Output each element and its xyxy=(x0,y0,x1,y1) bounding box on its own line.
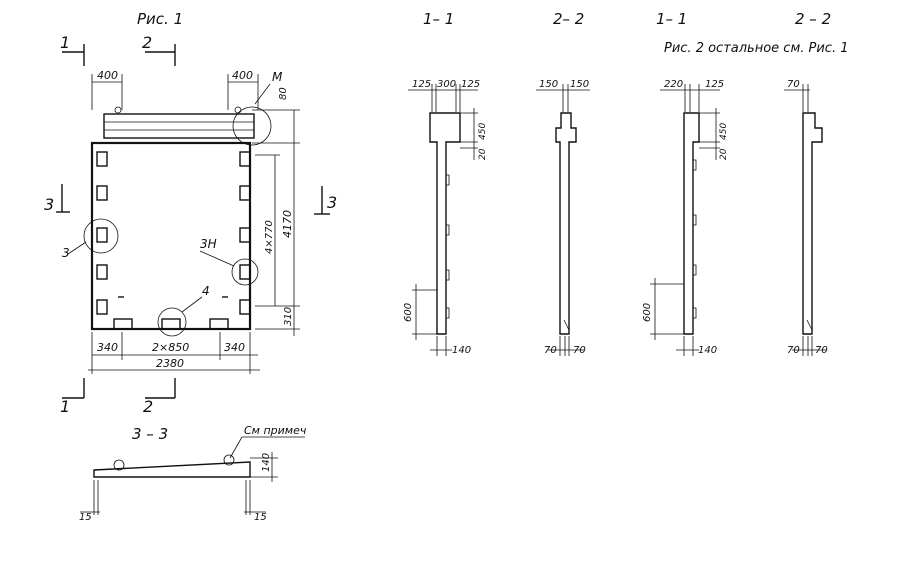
dim-2380-text: 2380 xyxy=(156,357,184,370)
cut-2-top-label: 2 xyxy=(142,33,152,52)
dim-310-text: 310 xyxy=(283,307,294,326)
section-3-3-dim-140: 140 xyxy=(261,453,272,472)
f2-dim-70a: 70 xyxy=(787,345,800,356)
s11-dim-450: 450 xyxy=(478,123,488,140)
cut-3-left: 3 xyxy=(44,184,70,214)
node-4-label: 4 xyxy=(202,284,210,298)
figure-2-title-1-1: 1– 1 xyxy=(656,10,687,28)
section-2-2-fig2: 70 70 70 xyxy=(784,79,828,356)
s22-dim-150a: 150 xyxy=(539,79,558,90)
figure-1: Рис. 1 1 2 400 400 М xyxy=(44,10,337,416)
dim-400-left: 400 xyxy=(91,69,123,110)
s11-dim-125b: 125 xyxy=(461,79,480,90)
section-3-3: 3 – 3 См примеч 140 15 15 xyxy=(79,424,307,523)
dim-340-right-text: 340 xyxy=(224,341,245,354)
section-1-1-fig1-title: 1– 1 xyxy=(423,10,454,28)
cut-2-bottom: 2 xyxy=(143,378,176,416)
figure-2-caption: Рис. 2 остальное см. Рис. 1 xyxy=(664,41,849,56)
panel-embeds xyxy=(83,151,259,337)
cut-2-top: 2 xyxy=(142,33,176,66)
section-1-1-fig1: 1– 1 125 300 125 450 20 600 140 xyxy=(403,10,488,356)
f2-dim-125: 125 xyxy=(705,79,724,90)
dim-4170-text: 4170 xyxy=(281,210,294,238)
cut-1-bottom-label: 1 xyxy=(60,397,70,416)
cut-1-top: 1 xyxy=(60,33,85,66)
section-3-3-dim-15-left: 15 xyxy=(79,512,92,523)
s22-dim-70a: 70 xyxy=(544,345,557,356)
cut-2-bottom-label: 2 xyxy=(143,397,153,416)
cut-3-right-label: 3 xyxy=(327,193,337,212)
s11-dim-20: 20 xyxy=(478,148,488,160)
figure-1-caption: Рис. 1 xyxy=(137,10,183,28)
section-1-1-fig2: 220 125 450 20 600 140 xyxy=(642,79,729,356)
f2-dim-600: 600 xyxy=(642,303,653,322)
s22-dim-150b: 150 xyxy=(570,79,589,90)
dim-2x850-text: 2×850 xyxy=(152,341,189,354)
f2-dim-220: 220 xyxy=(664,79,683,90)
node-3h-label: 3Н xyxy=(200,237,217,251)
dim-340-left-text: 340 xyxy=(97,341,118,354)
label-m: М xyxy=(272,70,283,84)
section-3-3-title: 3 – 3 xyxy=(132,425,168,443)
f2-dim-70b: 70 xyxy=(815,345,828,356)
dim-400-right-text: 400 xyxy=(232,69,253,82)
cut-3-left-label: 3 xyxy=(44,195,54,214)
section-2-2-fig1-title: 2– 2 xyxy=(553,10,584,28)
s11-dim-140: 140 xyxy=(452,345,471,356)
dims-right: 80 4×770 4170 310 xyxy=(252,87,300,336)
panel-outline xyxy=(90,141,252,331)
top-beam xyxy=(103,106,272,146)
figure-2: 1– 1 2 – 2 Рис. 2 остальное см. Рис. 1 2… xyxy=(642,10,849,356)
cut-1-top-label: 1 xyxy=(60,33,70,52)
section-3-3-dim-15-right: 15 xyxy=(254,512,267,523)
f2-dim-140: 140 xyxy=(698,345,717,356)
section-3-3-note: См примеч xyxy=(244,424,307,437)
dim-400-left-text: 400 xyxy=(97,69,118,82)
dim-4x770-text: 4×770 xyxy=(264,220,275,254)
section-2-2-fig1: 2– 2 150 150 70 70 xyxy=(536,10,590,356)
dim-80-text: 80 xyxy=(278,87,289,100)
s11-dim-125a: 125 xyxy=(412,79,431,90)
dim-400-right: 400 xyxy=(227,69,259,110)
cut-1-bottom: 1 xyxy=(60,378,85,416)
f2-dim-450: 450 xyxy=(719,123,729,140)
s11-dim-600: 600 xyxy=(403,303,414,322)
f2-dim-20: 20 xyxy=(719,148,729,160)
node-3-label: 3 xyxy=(62,246,70,260)
dims-bottom: 340 2×850 340 2380 xyxy=(88,332,260,374)
cut-3-right: 3 xyxy=(314,186,337,215)
f2-dim-70-top: 70 xyxy=(787,79,800,90)
s22-dim-70b: 70 xyxy=(573,345,586,356)
s11-dim-300: 300 xyxy=(437,79,456,90)
figure-2-title-2-2: 2 – 2 xyxy=(795,10,831,28)
